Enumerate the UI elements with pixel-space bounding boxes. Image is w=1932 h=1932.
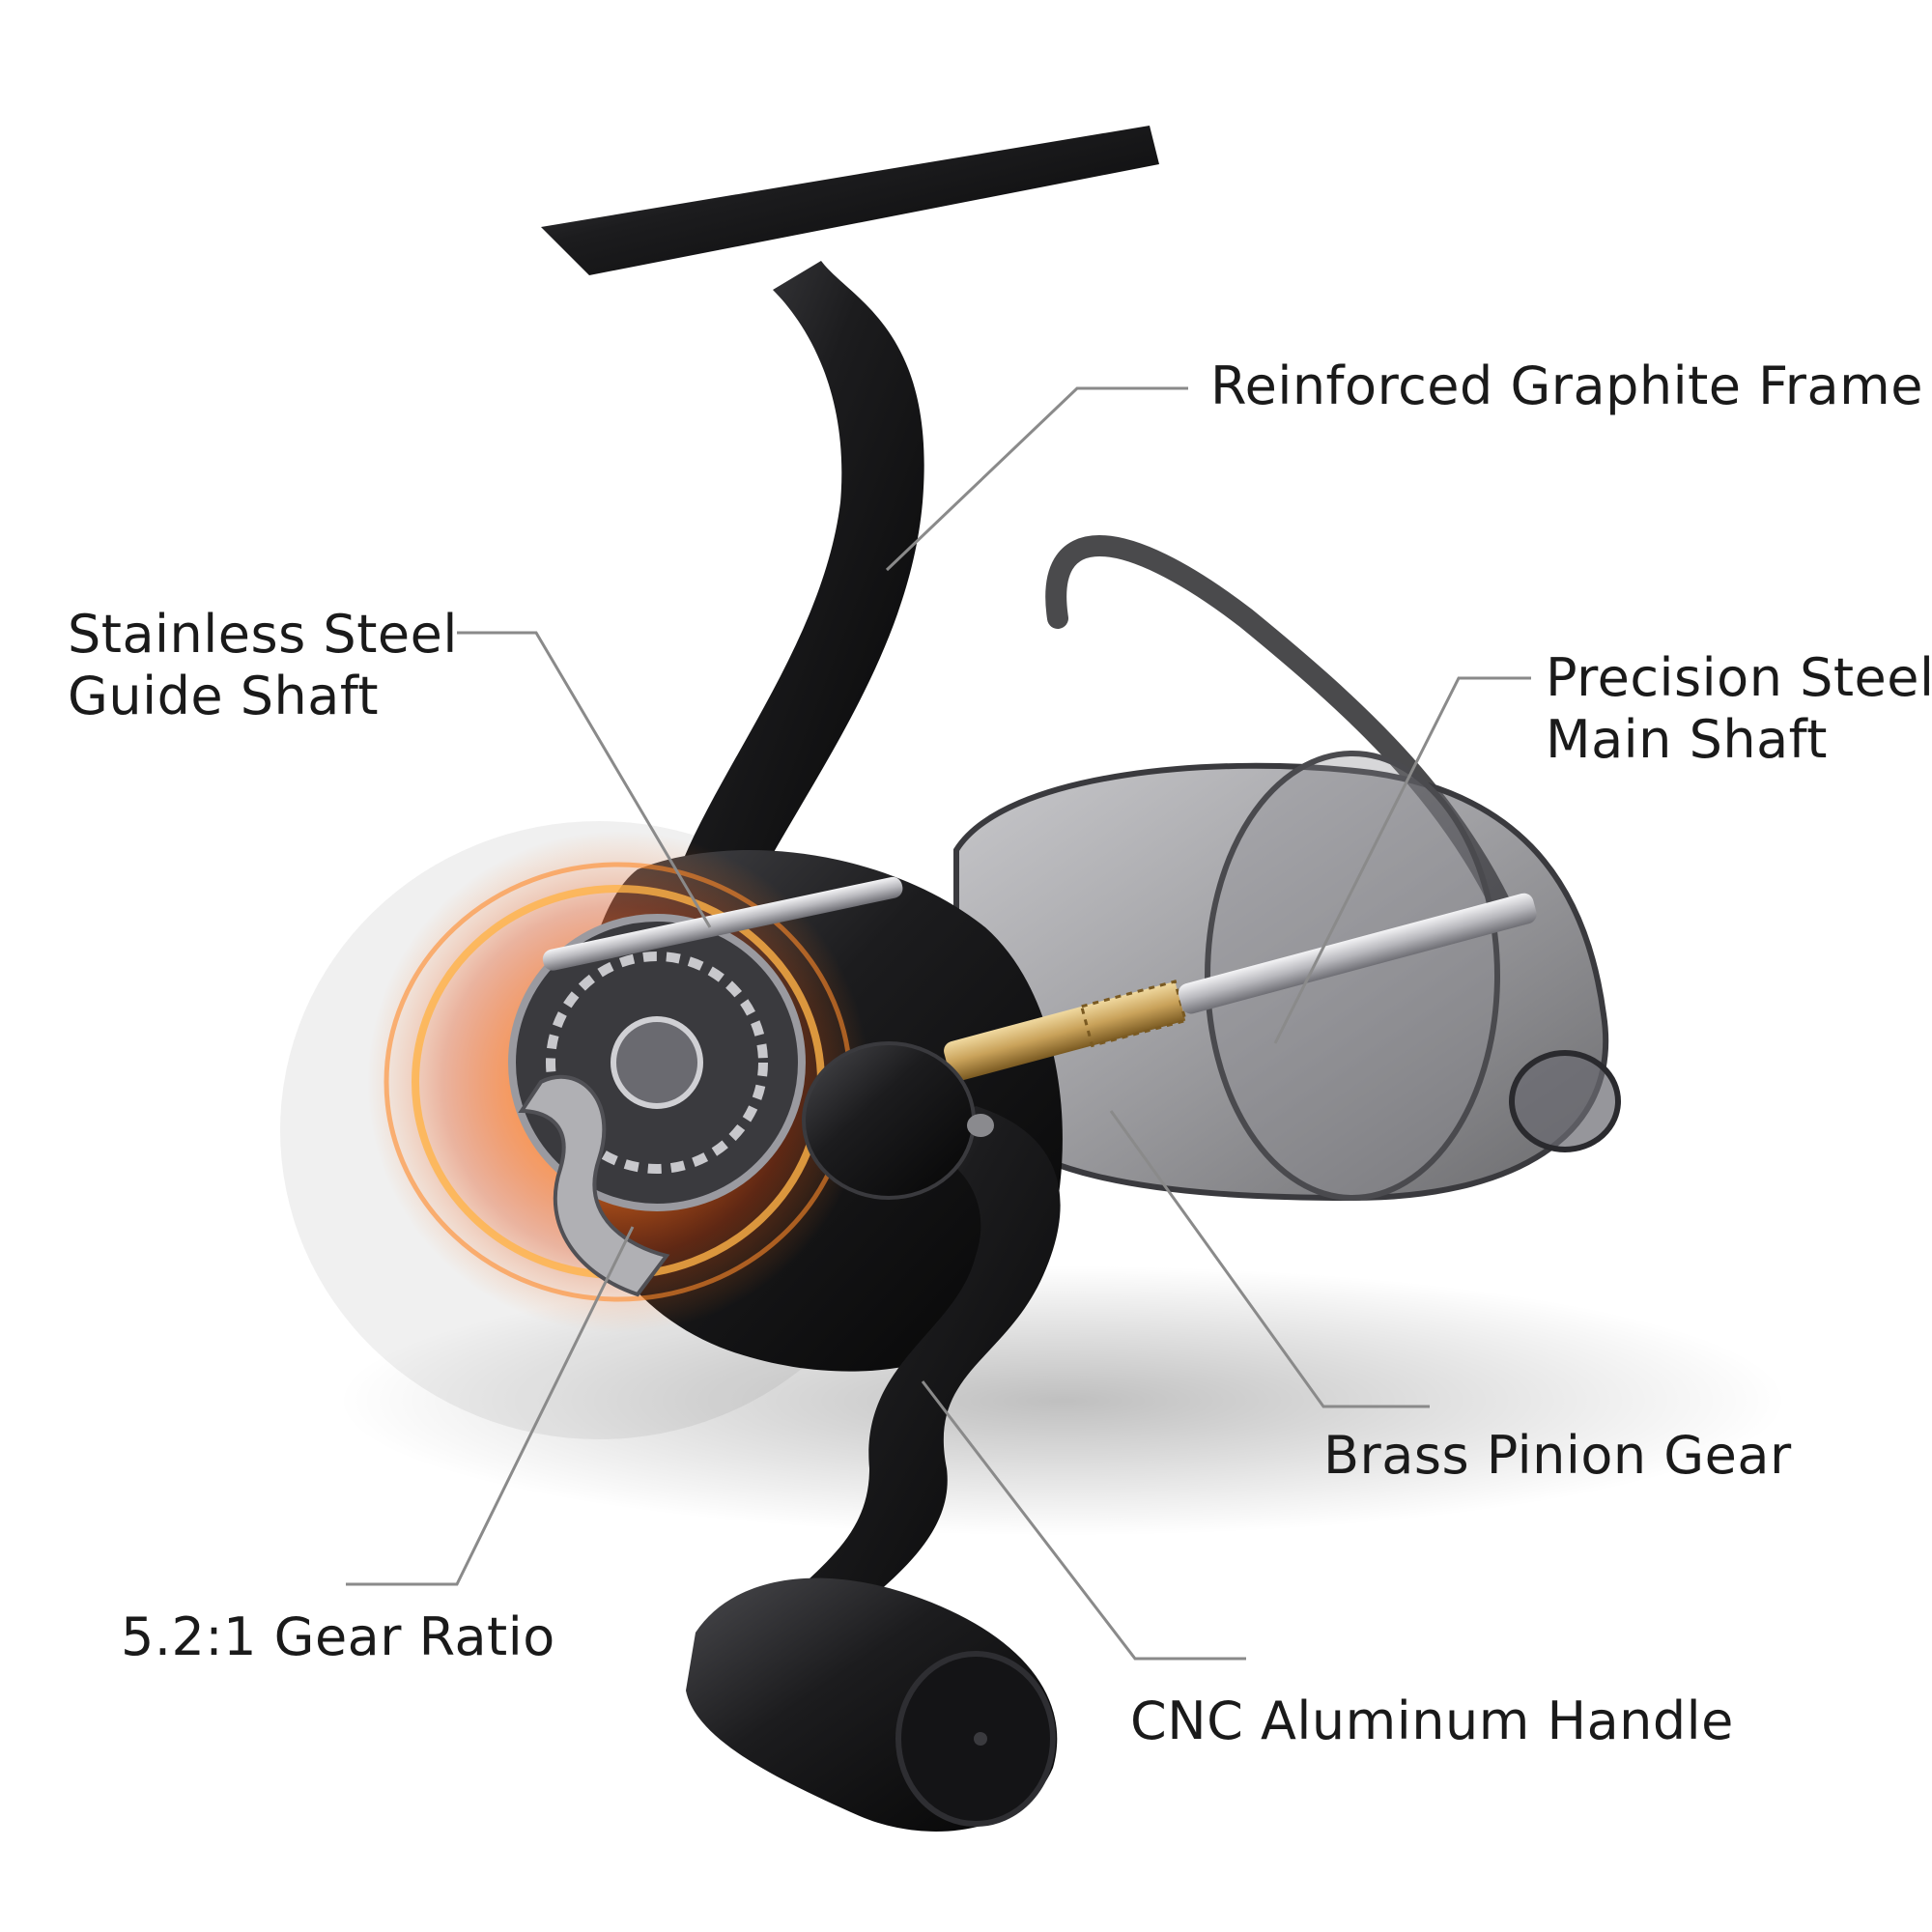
reel-stem [667, 261, 924, 927]
callout-guide-shaft: Stainless Steel Guide Shaft [68, 604, 458, 727]
reel-foot [541, 126, 1159, 275]
main-shaft [944, 893, 1537, 1082]
leader-line-main-shaft [1273, 676, 1531, 1044]
callout-main-shaft-line-2: Main Shaft [1546, 709, 1828, 770]
oscillation-slider [518, 1074, 670, 1297]
callout-handle: CNC Aluminum Handle [1130, 1690, 1734, 1752]
callout-handle-line-1: CNC Aluminum Handle [1130, 1690, 1734, 1751]
callout-main-shaft: Precision Steel Main Shaft [1546, 647, 1932, 771]
callout-gear-ratio: 5.2:1 Gear Ratio [121, 1606, 555, 1668]
callout-frame-line-1: Reinforced Graphite Frame [1210, 355, 1923, 416]
callout-guide-shaft-line-1: Stainless Steel [68, 604, 458, 665]
handle-arm [773, 1106, 1061, 1642]
leader-line-pinion-gear [1109, 1110, 1430, 1408]
callout-frame: Reinforced Graphite Frame [1210, 355, 1923, 417]
leader-line-frame [885, 386, 1188, 572]
handle-cap [802, 1041, 976, 1200]
leader-line-handle [921, 1380, 1246, 1661]
leader-lines [346, 386, 1531, 1661]
callout-main-shaft-line-1: Precision Steel [1546, 647, 1932, 708]
callout-pinion-gear: Brass Pinion Gear [1323, 1425, 1792, 1487]
guide-shaft-rod [542, 876, 903, 971]
callout-pinion-gear-line-1: Brass Pinion Gear [1323, 1425, 1792, 1486]
leader-line-guide-shaft [457, 631, 712, 928]
callout-guide-shaft-line-2: Guide Shaft [68, 666, 380, 726]
spool-front-rim [1205, 751, 1500, 1201]
line-roller [1509, 1050, 1621, 1152]
leader-line-gear-ratio [346, 1226, 635, 1586]
callout-gear-ratio-line-1: 5.2:1 Gear Ratio [121, 1606, 555, 1667]
